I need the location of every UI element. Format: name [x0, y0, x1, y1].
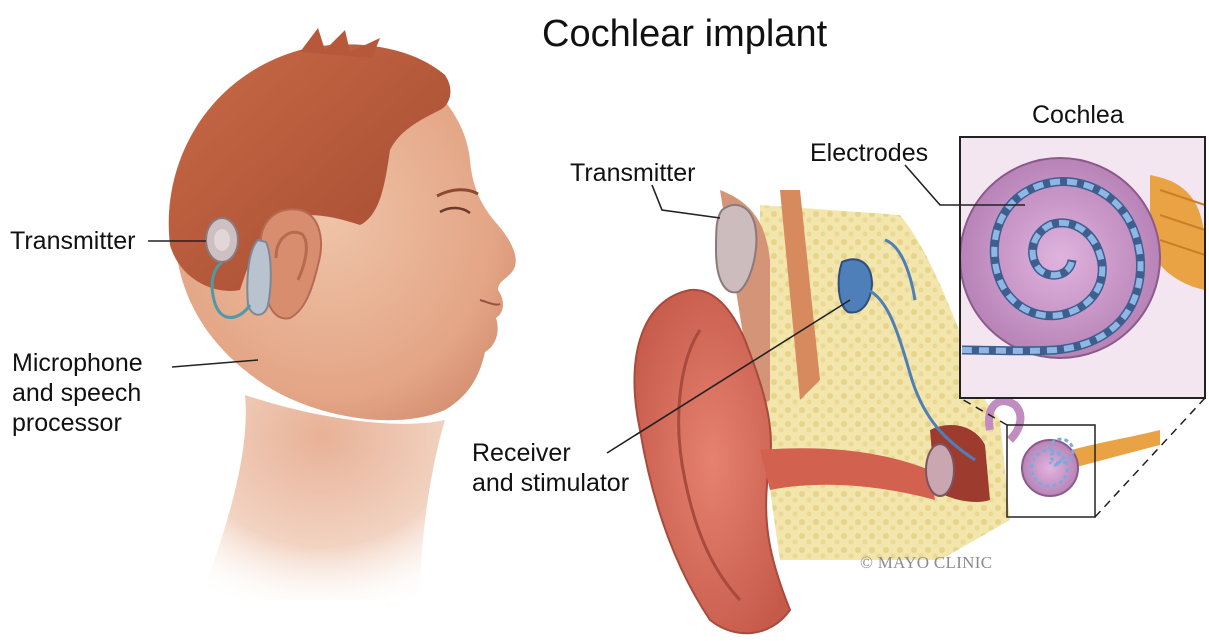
label-electrodes: Electrodes: [810, 138, 928, 168]
label-receiver-stimulator: Receiver and stimulator: [472, 438, 629, 498]
label-microphone-speech-processor: Microphone and speech processor: [12, 348, 143, 438]
speech-processor-device: [247, 240, 270, 315]
label-cochlea: Cochlea: [1032, 100, 1124, 130]
head-illustration: [169, 28, 516, 600]
label-transmitter-left: Transmitter: [10, 226, 135, 256]
copyright-credit: © MAYO CLINIC: [860, 553, 992, 573]
diagram-title: Cochlear implant: [542, 12, 827, 56]
neck: [200, 395, 445, 600]
cochlea-inset: [960, 137, 1205, 398]
label-transmitter-right: Transmitter: [570, 158, 695, 188]
cochlea-spiral: [960, 158, 1160, 358]
